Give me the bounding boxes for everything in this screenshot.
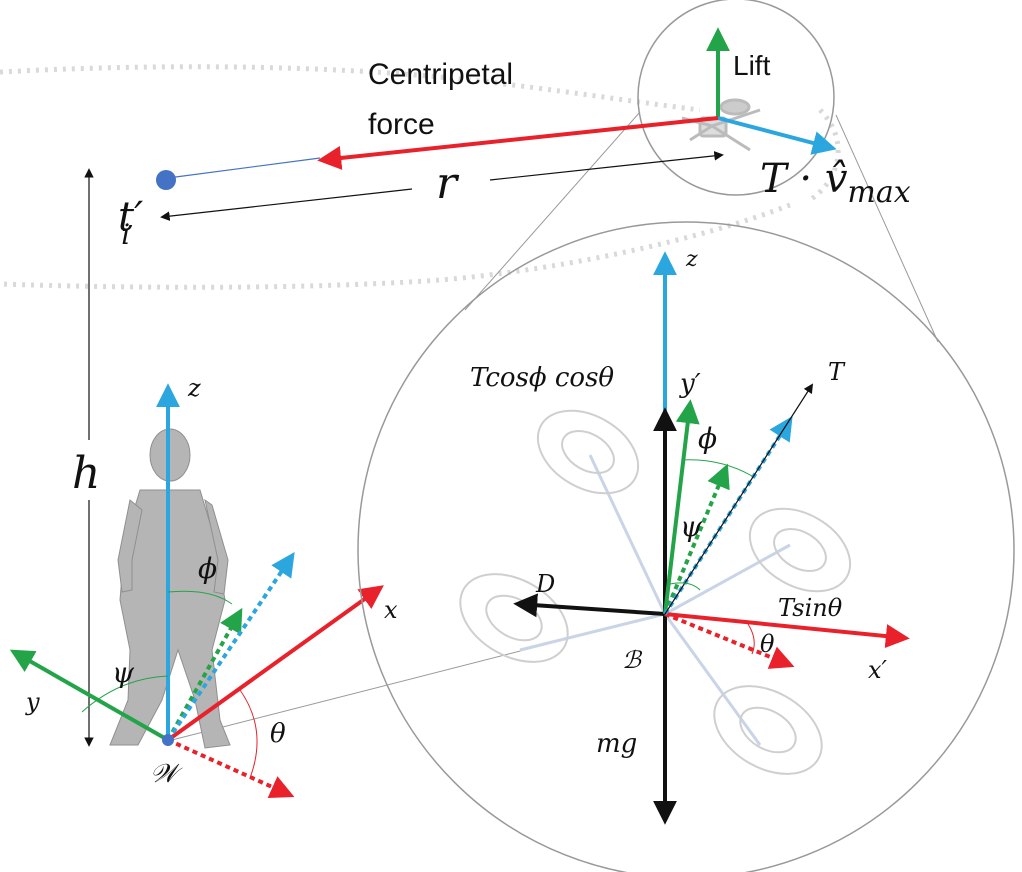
t-prime-label: t′i — [118, 194, 143, 251]
lift-label: Lift — [733, 50, 771, 81]
world-y-label: y — [25, 688, 40, 716]
zoom-connectors — [171, 111, 939, 741]
propeller-rings — [459, 409, 852, 775]
tsin-label: Tsinθ — [778, 594, 843, 622]
drone-zoom-circle — [637, 0, 837, 196]
body-psi-label: ψ — [680, 510, 703, 543]
body-yprime-label: y′ — [679, 369, 701, 399]
body-theta-label: θ — [760, 630, 775, 658]
mg-label: mg — [596, 729, 637, 759]
body-T-label: T — [828, 358, 846, 386]
world-frame — [9, 383, 384, 799]
thrust-direction-label: T · v̂max — [760, 156, 911, 210]
world-psi-label: ψ — [112, 656, 135, 689]
centripetal-label-line1: Centripetal — [368, 58, 513, 91]
h-label: h — [72, 448, 100, 499]
world-theta-label: θ — [270, 719, 286, 749]
body-zoom-circle — [357, 221, 1015, 872]
world-frame-label: 𝒲 — [150, 759, 183, 789]
centripetal-label-line2: force — [368, 108, 435, 141]
target-point — [156, 170, 176, 190]
world-x-label: x — [384, 596, 398, 624]
target-line — [167, 157, 321, 179]
r-arrow-left — [160, 188, 413, 221]
body-xprime-label: x′ — [868, 656, 888, 684]
centripetal-arrow — [317, 116, 719, 170]
drag-label: D — [535, 570, 555, 598]
world-phi-label: ϕ — [198, 552, 217, 585]
tcos-label: Tcosϕ cosθ — [470, 363, 614, 393]
world-z-label: z — [187, 374, 201, 402]
body-z-label: z — [685, 247, 698, 272]
orbit-trajectory — [0, 64, 841, 290]
r-arrow-right — [489, 151, 724, 181]
r-label: r — [436, 158, 460, 209]
body-frame-label: ℬ — [622, 646, 643, 674]
body-phi-label: ϕ — [698, 422, 717, 455]
body-frame — [513, 251, 910, 825]
quadrotor-sketch — [519, 454, 791, 746]
